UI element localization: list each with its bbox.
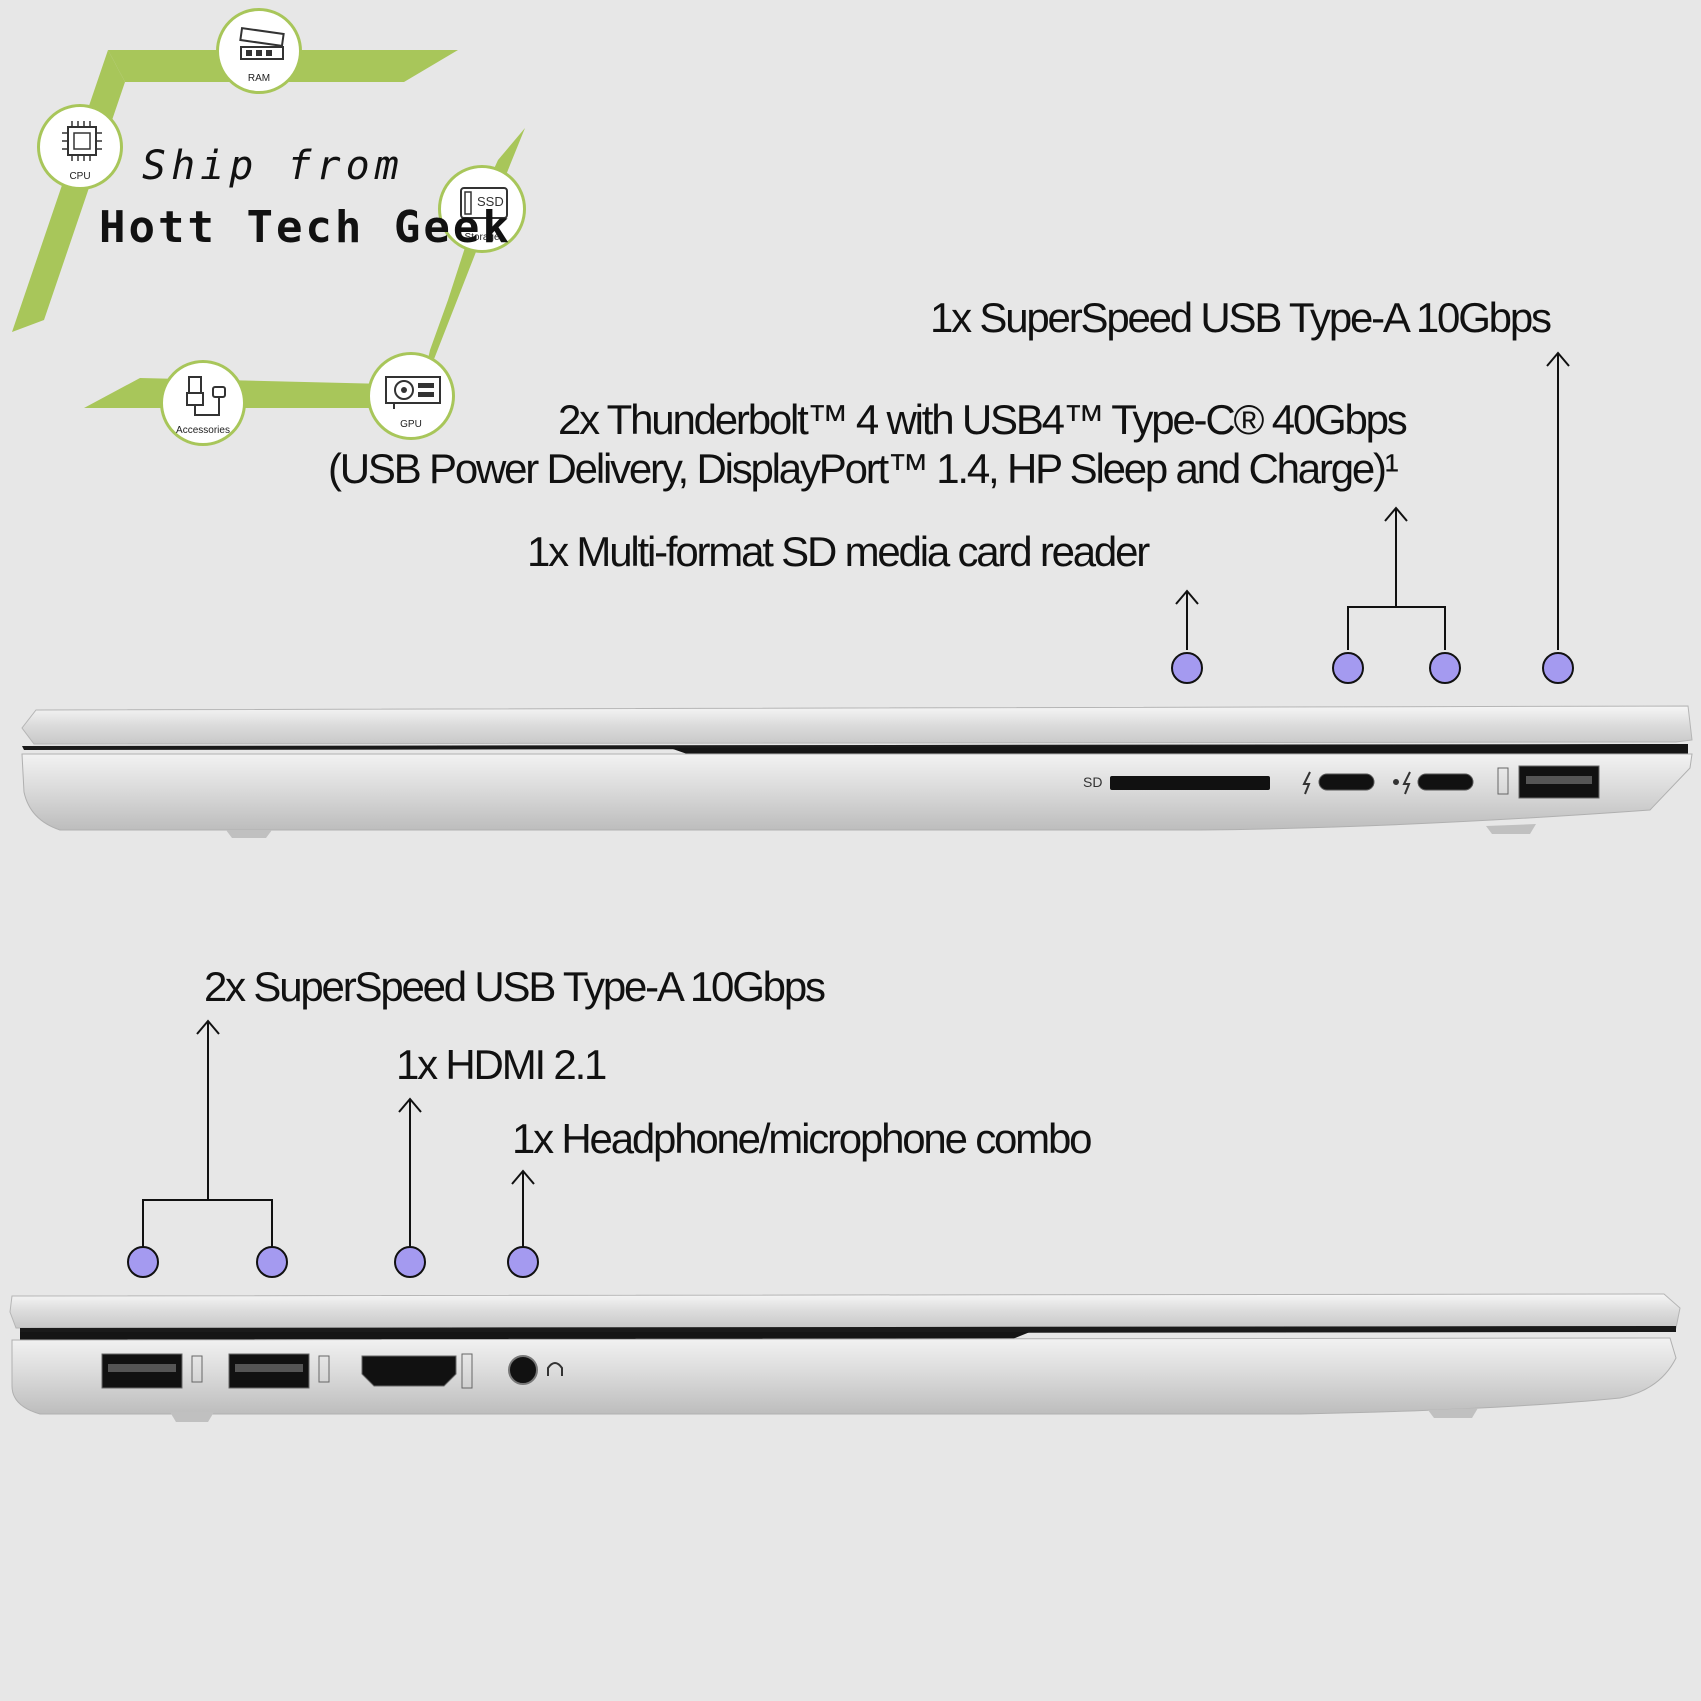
usb-a-left-bracket bbox=[142, 1199, 273, 1248]
storage-badge: SSD Storage bbox=[438, 165, 526, 253]
ssd-chip-label: SSD bbox=[477, 194, 504, 209]
hdmi-arrowhead bbox=[398, 1097, 422, 1113]
gpu-badge: GPU bbox=[367, 352, 455, 440]
ship-from-text: Ship from bbox=[142, 143, 404, 189]
thunderbolt-arrowhead bbox=[1384, 506, 1408, 522]
cpu-label: CPU bbox=[69, 171, 91, 182]
accessories-icon bbox=[186, 376, 226, 416]
accessories-label: Accessories bbox=[176, 425, 230, 436]
usb-a-left-label: 2x SuperSpeed USB Type-A 10Gbps bbox=[204, 963, 826, 1010]
hdmi-port bbox=[361, 1355, 457, 1387]
usb-a-right-arrowhead bbox=[1546, 351, 1570, 367]
storage-label: Storage bbox=[464, 232, 500, 243]
ssd-icon bbox=[460, 187, 508, 219]
headphone-marker bbox=[507, 1246, 539, 1278]
usb-a-left-marker-1 bbox=[127, 1246, 159, 1278]
seller-badge: RAM CPU SSD Storage Accesso bbox=[0, 0, 540, 446]
sd-marker bbox=[1171, 652, 1203, 684]
thunderbolt-label: 2x Thunderbolt™ 4 with USB4™ Type-C® 40G… bbox=[558, 396, 1408, 443]
ram-icon bbox=[239, 27, 285, 60]
sd-reader-label: 1x Multi-format SD media card reader bbox=[527, 528, 1150, 575]
hdmi-marker bbox=[394, 1246, 426, 1278]
thunderbolt-bracket bbox=[1347, 606, 1446, 650]
ram-label: RAM bbox=[247, 73, 271, 84]
thunderbolt-marker-2 bbox=[1429, 652, 1461, 684]
sd-arrowhead bbox=[1175, 589, 1199, 605]
usb-a-right-marker bbox=[1542, 652, 1574, 684]
ram-badge: RAM bbox=[216, 8, 302, 94]
usb-a-right-label: 1x SuperSpeed USB Type-A 10Gbps bbox=[930, 294, 1552, 341]
headphone-arrowhead bbox=[511, 1169, 535, 1185]
store-name: Hott Tech Geek bbox=[99, 202, 512, 253]
gpu-icon bbox=[385, 376, 441, 409]
usb-a-left-arrowhead bbox=[196, 1019, 220, 1035]
laptop-left-side bbox=[9, 1293, 1681, 1422]
headphone-label: 1x Headphone/microphone combo bbox=[512, 1115, 1092, 1162]
thunderbolt-marker-1 bbox=[1332, 652, 1364, 684]
accessories-badge: Accessories bbox=[160, 360, 246, 446]
cpu-icon bbox=[62, 121, 102, 161]
usb-a-left-marker-2 bbox=[256, 1246, 288, 1278]
thunderbolt-detail-label: (USB Power Delivery, DisplayPort™ 1.4, H… bbox=[328, 445, 1399, 492]
laptop-right-side bbox=[21, 705, 1693, 838]
hdmi-label: 1x HDMI 2.1 bbox=[396, 1041, 607, 1088]
headphone-icon bbox=[547, 1362, 563, 1376]
thunderbolt-symbol-2 bbox=[1402, 771, 1411, 795]
thunderbolt-port-1 bbox=[1318, 773, 1375, 791]
cpu-badge: CPU bbox=[37, 104, 123, 190]
gpu-label: GPU bbox=[400, 419, 422, 430]
thunderbolt-port-2 bbox=[1417, 773, 1474, 791]
headphone-jack bbox=[508, 1355, 538, 1385]
sd-slot bbox=[1110, 776, 1270, 790]
sd-port-label: SD bbox=[1083, 774, 1103, 790]
thunderbolt-symbol-1 bbox=[1302, 771, 1311, 795]
